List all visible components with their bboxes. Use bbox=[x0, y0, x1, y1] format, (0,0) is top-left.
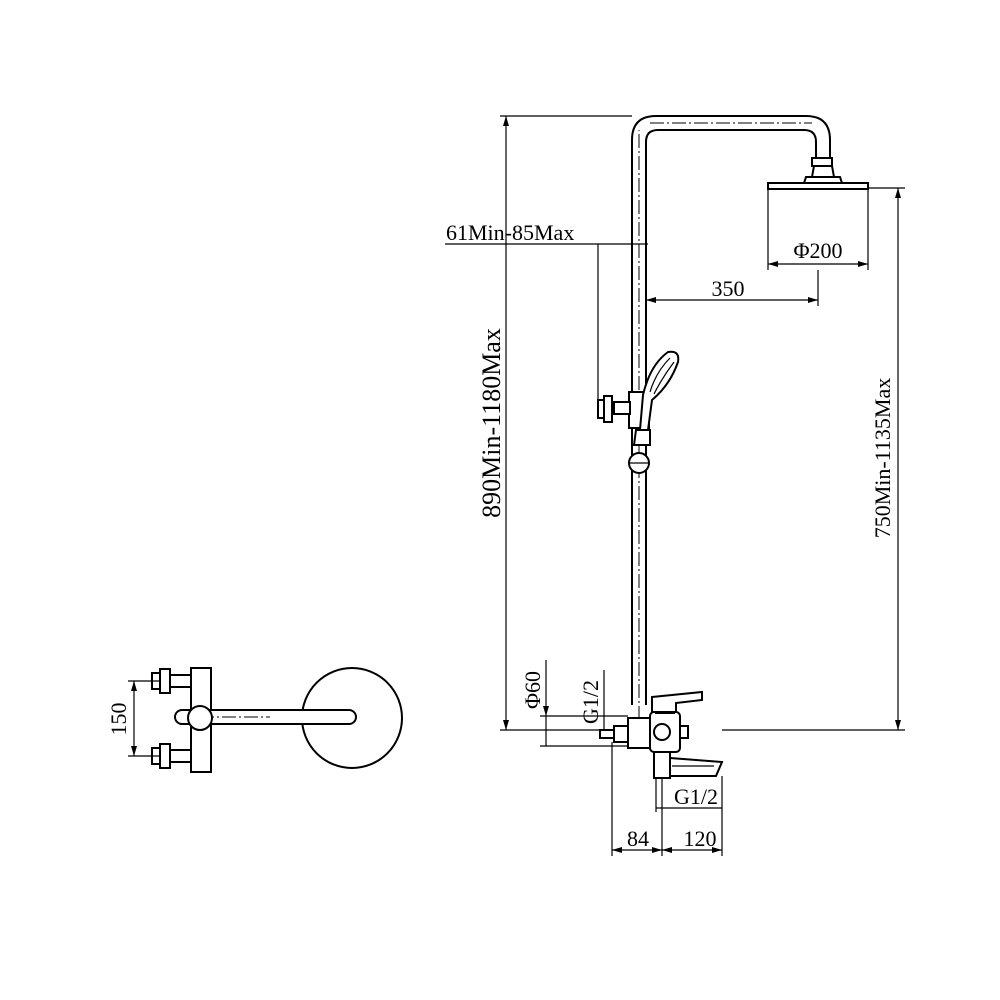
plan-arm bbox=[174, 709, 357, 725]
overhead-shower bbox=[767, 157, 869, 190]
dim-head-height: 750Min-1135Max bbox=[722, 187, 905, 731]
riser-pipe bbox=[631, 115, 831, 720]
dim-inlet-thread: G1/2 bbox=[578, 670, 605, 730]
wall-inlet bbox=[599, 725, 629, 743]
dim-flange-diameter: Φ60 bbox=[520, 660, 628, 747]
dim-inlet-thread-label: G1/2 bbox=[578, 680, 603, 724]
bath-mixer bbox=[627, 690, 724, 779]
dim-head-diameter-label: Φ200 bbox=[793, 238, 842, 263]
dim-wall-offset: 61Min-85Max bbox=[445, 220, 648, 400]
dim-spout-offset-label: 84 bbox=[627, 826, 649, 851]
dim-head-height-label: 750Min-1135Max bbox=[870, 378, 895, 539]
dim-wall-offset-label: 61Min-85Max bbox=[446, 220, 574, 245]
dim-flange-diameter-label: Φ60 bbox=[520, 671, 545, 709]
elevation-view: 890Min-1180Max 750Min-1135Max 61Min-85Ma… bbox=[445, 115, 905, 856]
hand-shower bbox=[632, 350, 680, 446]
dim-outlet-thread-label: G1/2 bbox=[674, 784, 718, 809]
dim-total-height: 890Min-1180Max bbox=[477, 115, 632, 731]
dim-head-diameter: Φ200 bbox=[767, 189, 869, 270]
shower-head-plate bbox=[767, 182, 869, 190]
dim-total-height-label: 890Min-1180Max bbox=[477, 328, 506, 518]
dim-outlet-thread: G1/2 bbox=[655, 778, 722, 812]
dim-inlet-spacing-label: 150 bbox=[106, 703, 131, 736]
dim-inlet-spacing: 150 bbox=[106, 680, 160, 757]
dim-arm-reach: 350 bbox=[646, 270, 819, 306]
dim-spout: 84 120 bbox=[611, 742, 723, 856]
dim-spout-length-label: 120 bbox=[684, 826, 717, 851]
dim-arm-reach-label: 350 bbox=[712, 276, 745, 301]
plan-view: 150 bbox=[106, 667, 403, 773]
